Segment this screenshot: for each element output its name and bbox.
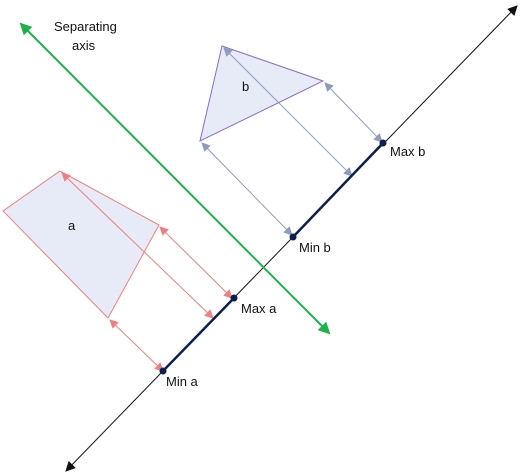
shape-a-label: a bbox=[68, 218, 76, 233]
shape-b-label: b bbox=[242, 79, 249, 94]
projection-arrow-a-right bbox=[159, 226, 233, 299]
min-a-label: Min a bbox=[166, 374, 199, 389]
shape-b bbox=[199, 45, 325, 142]
min-a-dot bbox=[159, 367, 167, 375]
max-a-label: Max a bbox=[241, 301, 277, 316]
projection-arrows-b bbox=[201, 47, 383, 236]
projection-arrows-a bbox=[61, 172, 233, 372]
interval-a-segment bbox=[162, 297, 235, 372]
projection-arrow-b-right bbox=[324, 82, 383, 143]
separating-axis-label-line2: axis bbox=[72, 38, 96, 53]
projection-arrow-b-left bbox=[201, 142, 293, 236]
min-b-label: Min b bbox=[299, 240, 331, 255]
min-b-dot bbox=[289, 233, 297, 241]
projection-arrow-b-top bbox=[223, 47, 353, 177]
interval-b-segment bbox=[292, 142, 384, 238]
shape-a bbox=[2, 170, 160, 319]
separating-axis-label-line1: Separating bbox=[54, 19, 117, 34]
max-b-label: Max b bbox=[390, 144, 425, 159]
projection-arrow-a-bottom bbox=[109, 319, 164, 372]
max-a-dot bbox=[230, 294, 238, 302]
max-b-dot bbox=[379, 139, 387, 147]
